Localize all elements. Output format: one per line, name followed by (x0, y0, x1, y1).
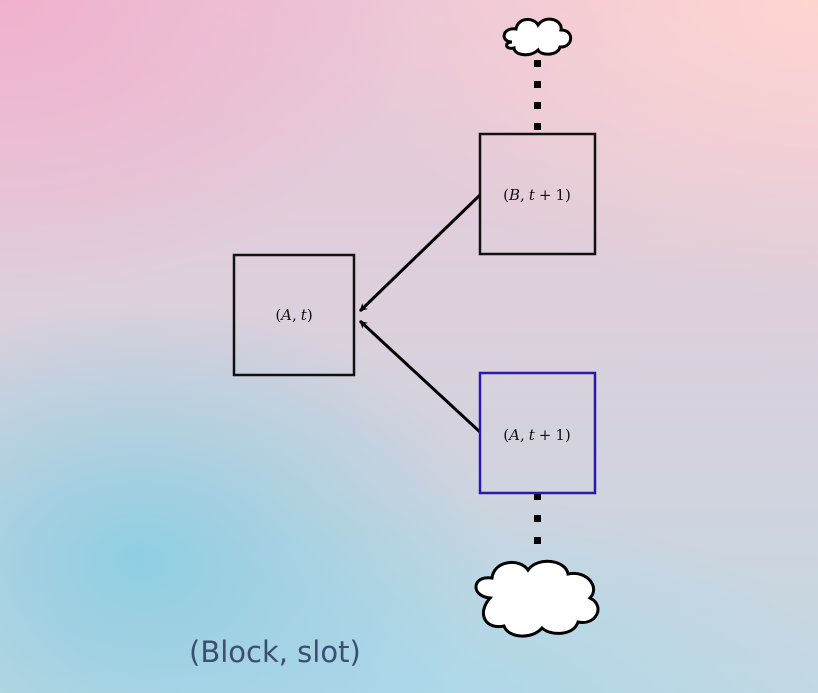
bottom-dotted-line (534, 493, 541, 544)
arrow-a1-to-a (358, 319, 482, 434)
top-cloud-icon (502, 17, 573, 57)
arrow-b-to-a (358, 193, 482, 313)
node-a-t1: (A,t+1) (478, 371, 597, 495)
bottom-cloud-icon (474, 559, 600, 638)
node-b-t1-label: (B,t+1) (503, 186, 571, 204)
node-a-t-label: (A,t) (275, 306, 312, 324)
node-a-t: (A,t) (232, 253, 356, 377)
top-dotted-line (534, 60, 541, 130)
node-b-t1: (B,t+1) (478, 132, 597, 256)
node-a-t1-label: (A,t+1) (503, 426, 571, 444)
caption-text: (Block, slot) (189, 635, 361, 669)
